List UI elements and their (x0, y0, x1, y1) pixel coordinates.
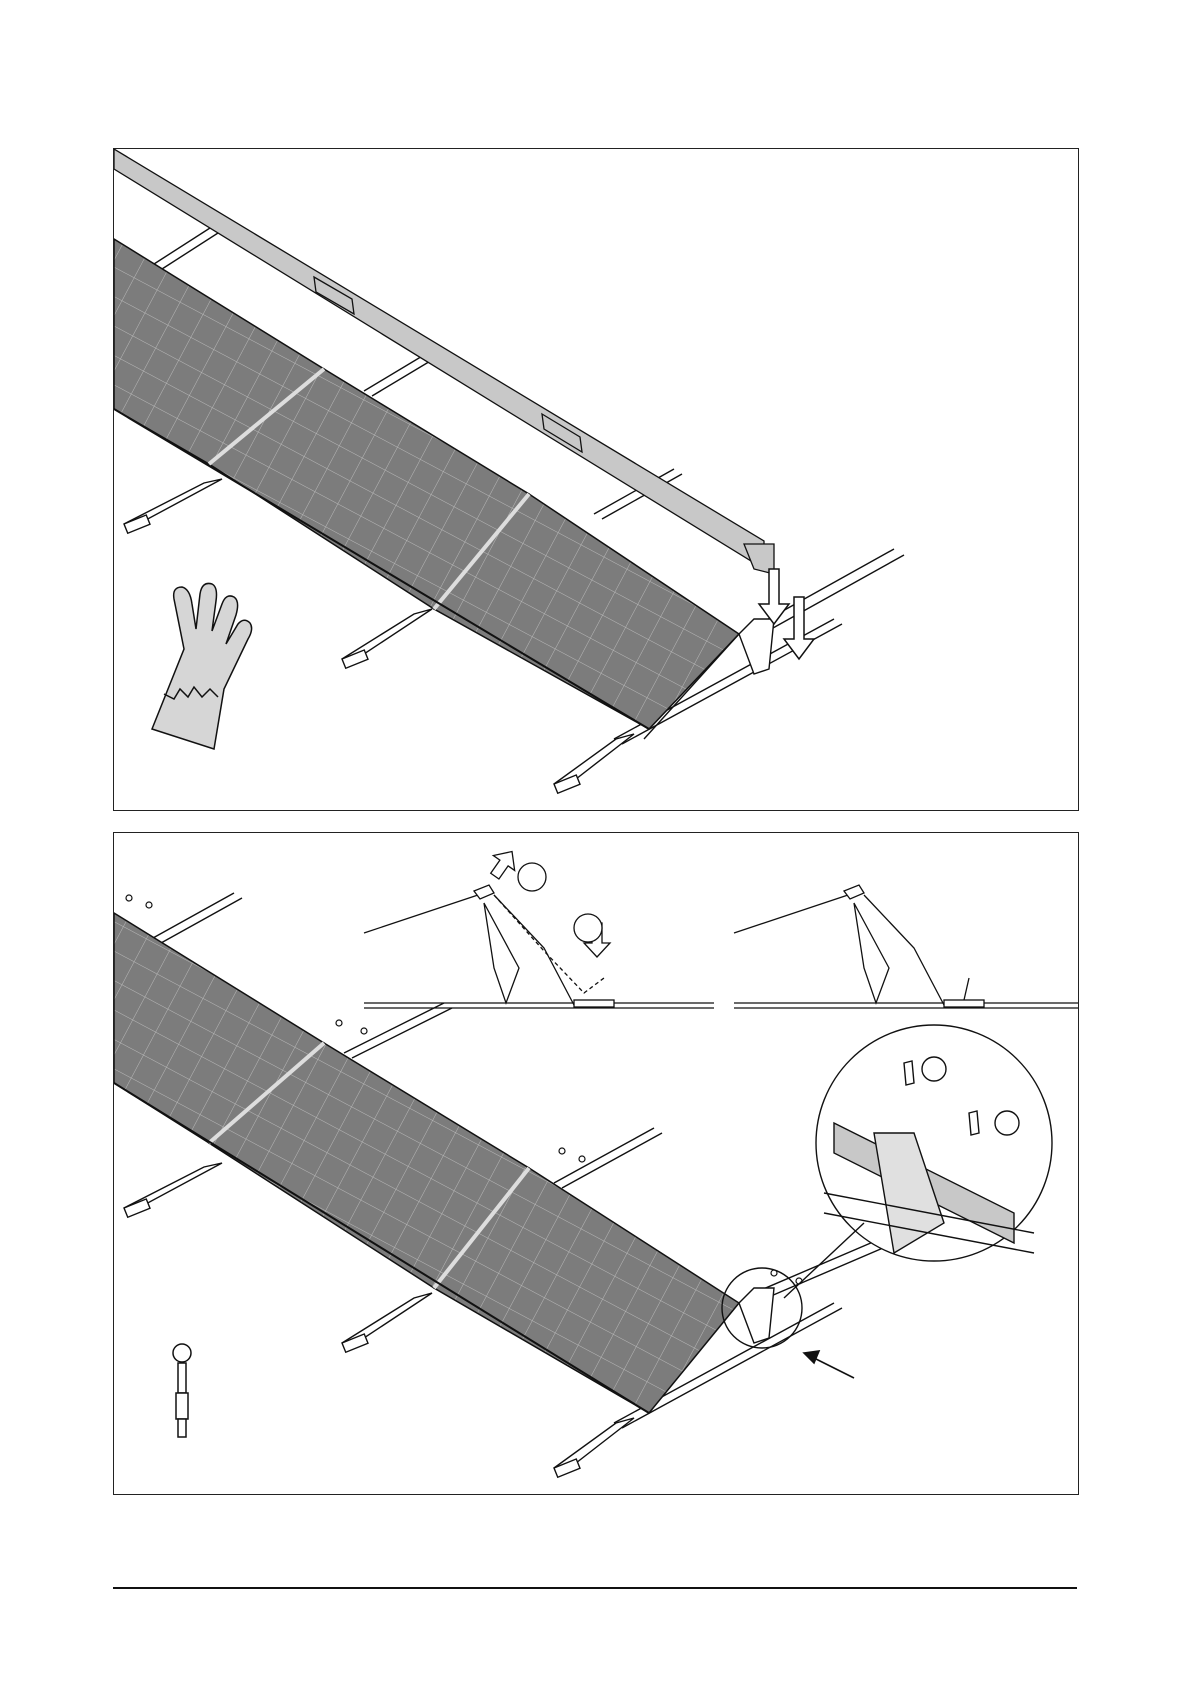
pointer-arrow-icon (804, 1351, 854, 1378)
work-glove-icon (152, 583, 252, 749)
deflector-mounting-illustration (114, 149, 1078, 810)
side-view-after (734, 885, 1078, 1008)
step-circle-icon (922, 1057, 946, 1081)
magnified-detail (784, 1025, 1052, 1298)
step-circle-icon (518, 863, 546, 891)
footer-rule (113, 1587, 1077, 1589)
side-view-before (364, 844, 714, 1008)
assembly-step-panel-bottom (113, 832, 1079, 1495)
assembly-step-panel-top (113, 148, 1079, 811)
solar-module-row (114, 913, 739, 1413)
step-circle-icon (995, 1111, 1019, 1135)
step-circle-icon (574, 914, 602, 942)
hex-screwdriver-bit-icon (173, 1344, 191, 1437)
deflector-screwing-illustration (114, 833, 1078, 1494)
